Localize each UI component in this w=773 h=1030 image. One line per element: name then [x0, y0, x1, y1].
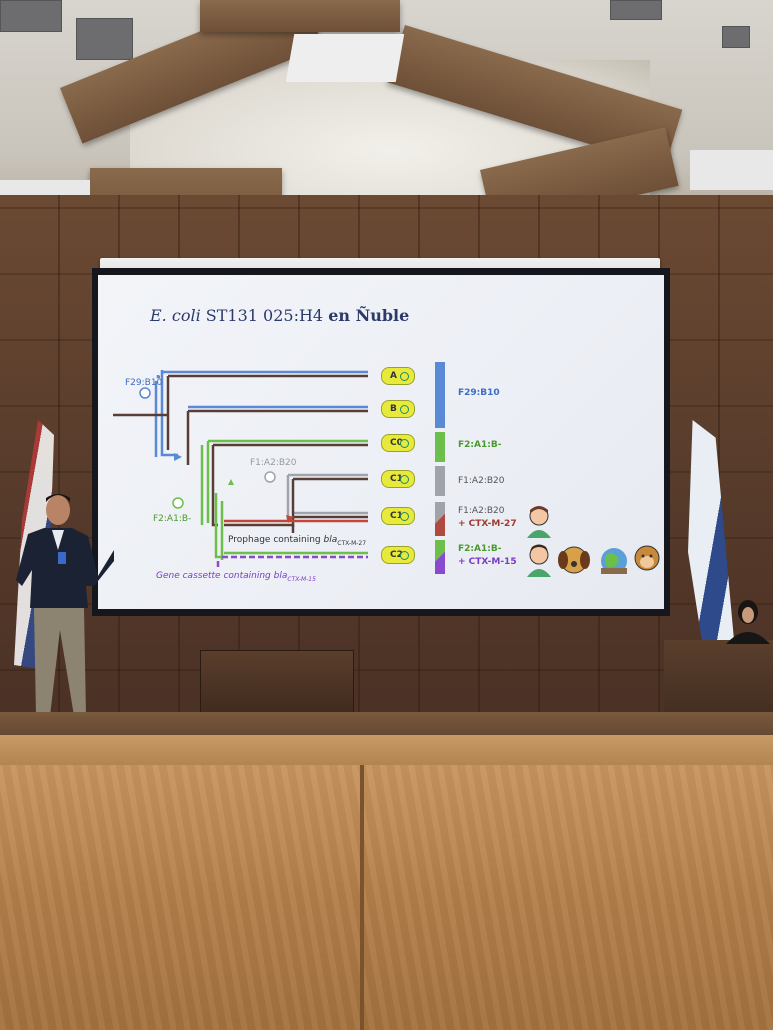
person-icon: [527, 544, 551, 577]
slide-title-strain: ST131 025:H4: [200, 306, 329, 325]
speaker-person: [16, 494, 114, 718]
tree-branch-green: [200, 439, 368, 525]
legend-label: F29:B10: [458, 388, 500, 398]
world-icon: [601, 548, 627, 574]
legend-bar-gray: [435, 466, 445, 496]
lineage-marker: [172, 497, 184, 509]
seated-person: [726, 600, 770, 644]
ceiling-vent: [610, 0, 662, 20]
tree-branch-green: [214, 493, 224, 560]
clade-node-c1: C1: [381, 470, 415, 488]
label-gray-serotype: F1:A2:B20: [250, 458, 297, 468]
legend-label: F2:A1:B-: [458, 440, 502, 450]
beam-bracket: [690, 150, 773, 190]
label-prophage: Prophage containing blaCTX-M-27: [228, 535, 366, 547]
label-cassette-gene: bla: [273, 571, 288, 581]
phylogenetic-tree: [113, 370, 368, 567]
arrow-marker: [286, 515, 294, 523]
arrow-marker: [174, 453, 182, 461]
stage-edge: [0, 735, 773, 767]
clade-node-a: A: [381, 367, 415, 385]
legend-bar-blue: [435, 362, 445, 428]
dog-icon: [558, 546, 590, 574]
node-dot: [400, 475, 409, 484]
label-root-serotype: F29:B10: [125, 378, 163, 388]
node-dot: [400, 551, 409, 560]
legend-label: F2:A1:B-: [458, 544, 502, 554]
stage-panel-seam: [360, 765, 364, 1030]
node-dot: [400, 512, 409, 521]
slide-title-italic: E. coli: [150, 306, 201, 325]
legend-bar-green-purple: [435, 540, 445, 574]
clade-node-c0: C0: [381, 434, 415, 452]
tree-branch-brown: [186, 409, 368, 465]
legend-label-resistance: + CTX-M-27: [458, 519, 517, 529]
label-prophage-text: Prophage containing: [228, 535, 324, 545]
slide-title: E. coli ST131 025:H4 en Ñuble: [150, 306, 409, 325]
tree-branch-brown: [113, 376, 170, 450]
label-cassette-sub: CTX-M-15: [287, 575, 316, 583]
tree-branch-brown: [224, 523, 295, 533]
monkey-icon: [634, 545, 660, 571]
lineage-marker: [139, 387, 151, 399]
ceiling-vent: [76, 18, 133, 60]
label-green-serotype: F2:A1:B-: [153, 514, 192, 524]
ceiling-vent: [0, 0, 62, 32]
node-dot: [400, 439, 409, 448]
tree-branch-blue: [156, 370, 368, 457]
legend-bar-green: [435, 432, 445, 462]
ceiling-beam: [200, 0, 400, 32]
legend-label-resistance: + CTX-M-15: [458, 557, 517, 567]
label-cassette-text: Gene cassette containing: [156, 571, 274, 581]
tree-branch-brown: [291, 479, 368, 527]
node-dot: [400, 405, 409, 414]
clade-node-c2: C2: [381, 546, 415, 564]
beam-bracket: [285, 34, 405, 82]
ceiling-vent: [722, 26, 750, 48]
arrow-marker: [228, 479, 234, 485]
legend-label: F1:A2:B20: [458, 476, 505, 486]
label-prophage-gene: bla: [323, 535, 338, 545]
legend-bar-gray-red: [435, 502, 445, 536]
stage-podium: [200, 650, 354, 718]
label-prophage-sub: CTX-M-27: [337, 539, 367, 547]
node-dot: [400, 372, 409, 381]
person-icon: [527, 506, 551, 538]
clade-node-b: B: [381, 400, 415, 418]
stage-front-panel: [0, 765, 773, 1030]
tree-branch-gray: [286, 473, 368, 520]
label-gene-cassette: Gene cassette containing blaCTX-M-15: [156, 571, 316, 583]
clade-node-c1-1: C11: [381, 507, 415, 525]
slide-title-location: en Ñuble: [328, 306, 410, 325]
lineage-marker: [264, 471, 276, 483]
legend-label: F1:A2:B20: [458, 506, 505, 516]
